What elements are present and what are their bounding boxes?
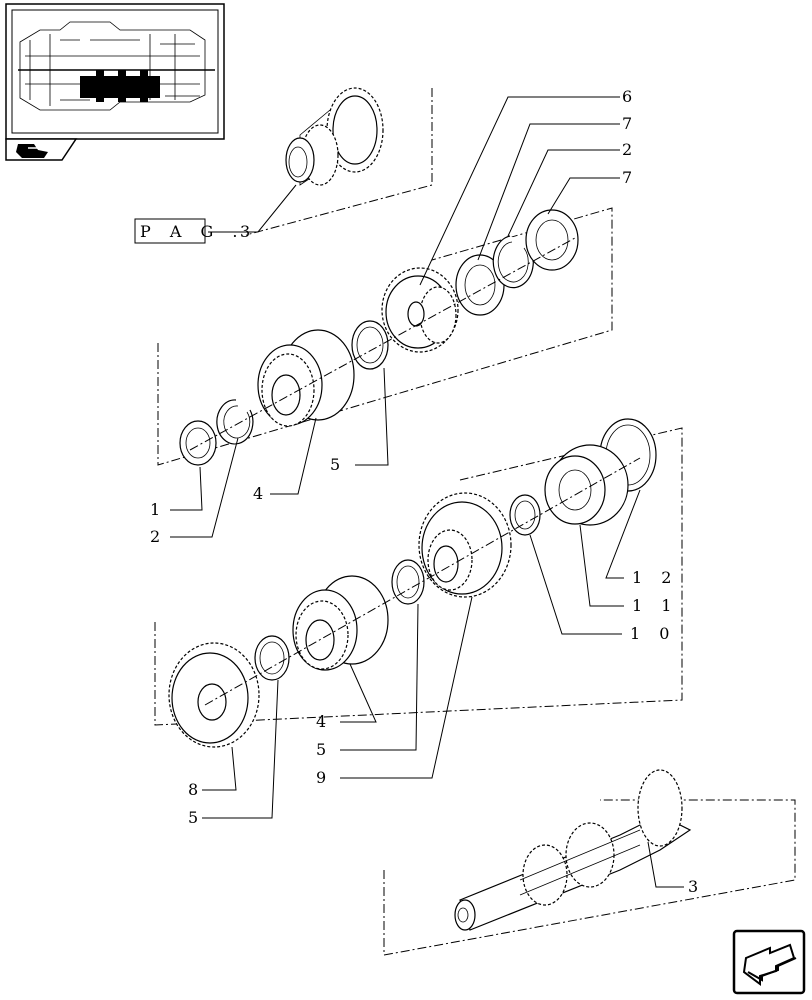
part-6-gear[interactable]	[381, 267, 459, 353]
part-11-bearing[interactable]	[544, 444, 629, 526]
callout-6: 6	[622, 87, 632, 106]
callout-10: 1 0	[630, 624, 676, 643]
callout-5b: 5	[316, 740, 326, 759]
part-10-ring[interactable]	[509, 494, 541, 536]
group-boundary-lower	[154, 427, 683, 726]
callout-4a: 4	[253, 484, 263, 503]
next-page-arrow-icon[interactable]	[732, 929, 806, 995]
axis-lower	[204, 457, 641, 706]
callout-7b: 7	[622, 168, 632, 187]
callout-8: 8	[188, 780, 198, 799]
overview-thumbnail[interactable]	[5, 3, 225, 140]
callout-1: 1	[150, 500, 160, 519]
part-5-ring-a[interactable]	[351, 320, 389, 370]
part-4-synchronizer-a[interactable]	[257, 329, 355, 427]
part-3-shaft[interactable]	[454, 769, 692, 931]
callout-7a: 7	[622, 114, 632, 133]
callout-9: 9	[316, 768, 326, 787]
callout-12: 1 2	[632, 568, 678, 587]
part-2-snap-ring-a[interactable]	[492, 235, 534, 289]
reference-gear-cluster	[285, 87, 384, 186]
part-4-synchronizer-b[interactable]	[292, 575, 389, 671]
tractor-arrow-icon[interactable]	[5, 138, 78, 161]
axis-upper	[189, 237, 576, 451]
page-reference-label: P A G .	[140, 222, 244, 241]
part-9-gear[interactable]	[418, 492, 512, 598]
page-reference[interactable]: P A G . 3	[134, 218, 250, 244]
callout-3: 3	[688, 877, 698, 896]
leader-lines	[170, 96, 684, 888]
callout-5a: 5	[330, 455, 340, 474]
callout-11: 1 1	[632, 596, 678, 615]
part-8-gear[interactable]	[168, 642, 260, 748]
part-5-ring-c[interactable]	[254, 635, 290, 681]
callout-pag-3: 3	[240, 222, 250, 241]
callout-4b: 4	[316, 712, 326, 731]
part-2-snap-ring-b[interactable]	[216, 399, 254, 445]
part-7-splined-washer-b[interactable]	[525, 209, 579, 271]
callout-5c: 5	[188, 808, 198, 827]
callout-2a: 2	[622, 140, 632, 159]
group-boundary-top	[245, 88, 433, 236]
group-boundary-shaft	[383, 799, 796, 956]
callout-2b: 2	[150, 527, 160, 546]
part-5-ring-b[interactable]	[391, 559, 425, 605]
group-boundary-upper	[157, 207, 613, 466]
part-1-washer[interactable]	[179, 420, 217, 466]
